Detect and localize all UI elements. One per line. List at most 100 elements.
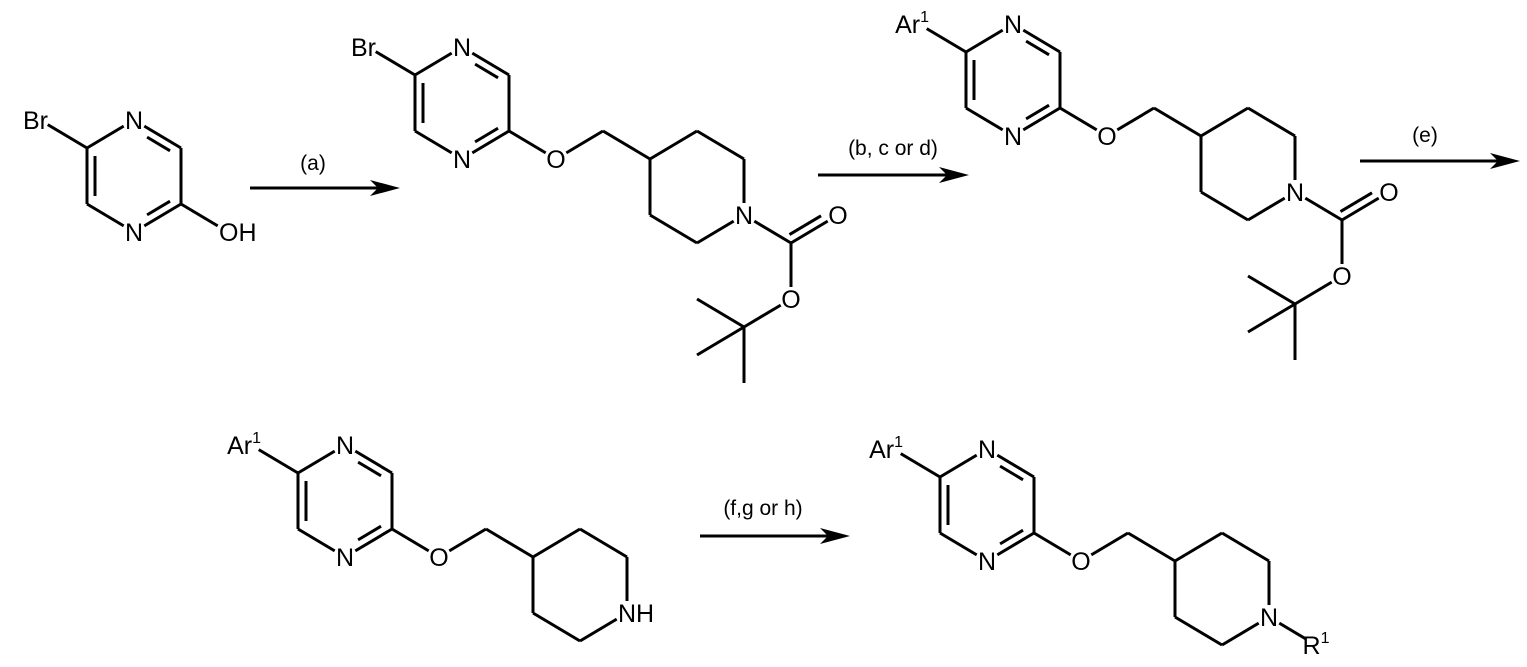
atom-label-hydroxyl: OH <box>219 219 257 247</box>
superscript: 1 <box>894 434 903 451</box>
atom-label-ether-o: O <box>429 544 448 572</box>
atom-label-ether-o: O <box>1097 123 1116 151</box>
single-bond <box>697 131 744 159</box>
single-bond <box>754 221 791 243</box>
single-bond <box>1222 623 1259 645</box>
single-bond <box>940 455 977 477</box>
atom-label-ether-o: O <box>546 146 565 174</box>
single-bond <box>392 529 429 551</box>
atom-label-ester-o: O <box>781 286 800 314</box>
atom-label-ring-n-bottom: N <box>125 219 143 247</box>
single-bond <box>1295 282 1332 304</box>
reaction-arrow: (e) <box>1360 124 1520 169</box>
reaction-arrow: (b, c or d) <box>818 137 969 183</box>
single-bond <box>533 613 580 641</box>
atom-symbol: Ar <box>895 11 920 39</box>
atom-symbol: N <box>453 146 471 174</box>
atom-symbol: N <box>336 544 354 572</box>
single-bond <box>580 619 617 641</box>
atom-symbol: O <box>1071 548 1090 576</box>
atom-label-pip-n: N <box>1286 179 1304 207</box>
atom-symbol: Br <box>351 34 376 62</box>
atom-symbol: O <box>781 286 800 314</box>
molecule: NNBrONOO <box>351 34 848 383</box>
single-bond <box>1248 108 1295 136</box>
superscript: 1 <box>252 430 261 447</box>
atom-label-ring-n-top: N <box>125 107 143 135</box>
single-bond <box>415 53 452 75</box>
atom-label-ring-n-bottom: N <box>453 146 471 174</box>
single-bond <box>650 215 697 243</box>
single-bond <box>87 126 124 148</box>
single-bond <box>603 131 650 159</box>
single-bond <box>1154 108 1201 136</box>
molecule: NNAr1ONR1 <box>869 434 1329 660</box>
molecule: N N Ar1O NH <box>227 430 654 641</box>
atom-symbol: N <box>336 432 354 460</box>
single-bond <box>1222 533 1269 561</box>
atom-label-substituent: Ar1 <box>227 430 261 460</box>
atom-label-substituent: Br <box>351 34 376 62</box>
atom-symbol: Ar <box>869 436 894 464</box>
single-bond <box>181 204 218 226</box>
reaction-conditions: (a) <box>300 152 326 175</box>
atom-label-ester-o: O <box>1332 263 1351 291</box>
atom-symbol: N <box>125 107 143 135</box>
single-bond <box>1128 533 1175 561</box>
atom-symbol: R <box>1303 632 1321 660</box>
atom-symbol: O <box>1379 179 1398 207</box>
single-bond <box>415 131 452 153</box>
single-bond <box>1248 276 1295 304</box>
single-bond <box>486 529 533 557</box>
single-bond <box>298 529 335 551</box>
single-bond <box>376 52 415 75</box>
atom-symbol: NH <box>618 600 654 628</box>
single-bond <box>744 305 781 327</box>
reaction-conditions: (b, c or d) <box>848 137 938 160</box>
double-bond-inner <box>1340 193 1372 212</box>
atom-label-ring-n-top: N <box>336 432 354 460</box>
atom-symbol: N <box>1004 123 1022 151</box>
single-bond <box>509 131 546 153</box>
molecule: NNBrOH <box>23 107 257 247</box>
single-bond <box>1091 533 1128 555</box>
atom-label-ring-n-bottom: N <box>336 544 354 572</box>
single-bond <box>566 131 603 153</box>
atom-label-r-group: R1 <box>1303 630 1330 660</box>
reaction-conditions: (e) <box>1412 124 1438 147</box>
molecule: N N Ar1O N O O <box>895 9 1399 360</box>
atom-label-substituent: Ar1 <box>895 9 929 39</box>
single-bond <box>533 529 580 557</box>
atom-symbol: N <box>1260 604 1278 632</box>
single-bond <box>259 450 298 473</box>
single-bond <box>1117 108 1154 130</box>
single-bond <box>1305 198 1342 220</box>
atom-symbol: N <box>978 436 996 464</box>
atom-symbol: N <box>1004 11 1022 39</box>
atom-label-pip-n: N <box>735 202 753 230</box>
atom-symbol: N <box>453 34 471 62</box>
single-bond <box>966 108 1003 130</box>
molecules: NNBrOHNNBrONOONNAr1ONOONNAr1ONHNNAr1ONR1 <box>23 9 1399 660</box>
atom-label-substituent: Ar1 <box>869 434 903 464</box>
atom-label-ring-n-bottom: N <box>1004 123 1022 151</box>
atom-label-carbonyl-o: O <box>1379 179 1398 207</box>
single-bond <box>1201 108 1248 136</box>
atom-label-ring-n-top: N <box>453 34 471 62</box>
atom-label-ether-o: O <box>1071 548 1090 576</box>
superscript: 1 <box>920 9 929 26</box>
atom-symbol: Ar <box>227 432 252 460</box>
single-bond <box>1248 304 1295 332</box>
single-bond <box>298 451 335 473</box>
single-bond <box>1175 533 1222 561</box>
superscript: 1 <box>1321 630 1330 647</box>
reaction-conditions: (f,g or h) <box>723 497 802 520</box>
double-bond-inner <box>789 216 821 235</box>
single-bond <box>449 529 486 551</box>
reaction-arrow: (f,g or h) <box>700 497 850 544</box>
single-bond <box>697 327 744 355</box>
atom-label-ring-n-top: N <box>1004 11 1022 39</box>
atom-symbol: O <box>1097 123 1116 151</box>
single-bond <box>940 533 977 555</box>
